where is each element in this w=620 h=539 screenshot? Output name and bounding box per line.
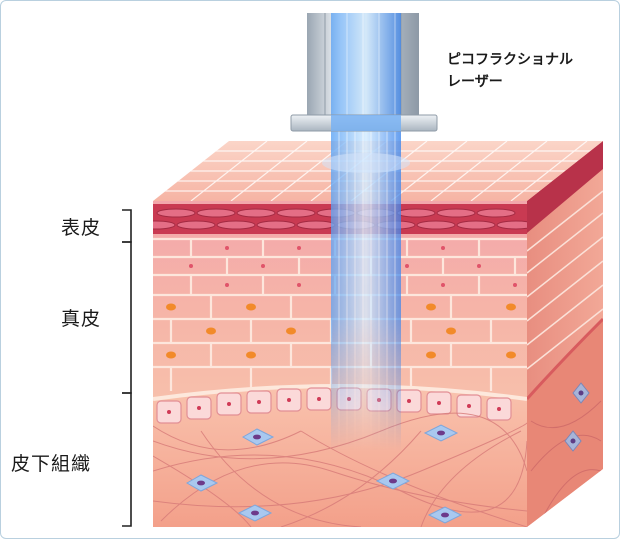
laser-label-line1: ピコフラクショナル (447, 52, 573, 68)
label-subcutis: 皮下組織 (11, 453, 92, 475)
subcutaneous-layer (153, 386, 527, 527)
laser-handpiece (290, 13, 438, 132)
laser-label-line2: レーザー (447, 74, 503, 90)
bracket-epidermis (122, 209, 132, 243)
label-epidermis: 表皮 (61, 217, 102, 239)
skin-cross-section-front (153, 201, 527, 527)
bracket-dermis (122, 241, 132, 394)
layer-brackets (122, 209, 132, 527)
laser-beam (322, 131, 410, 451)
label-dermis: 真皮 (61, 308, 102, 330)
laser-label: ピコフラクショナル レーザー (447, 49, 573, 93)
skin-cross-section-side (527, 141, 603, 527)
bracket-subcutis (122, 392, 132, 527)
